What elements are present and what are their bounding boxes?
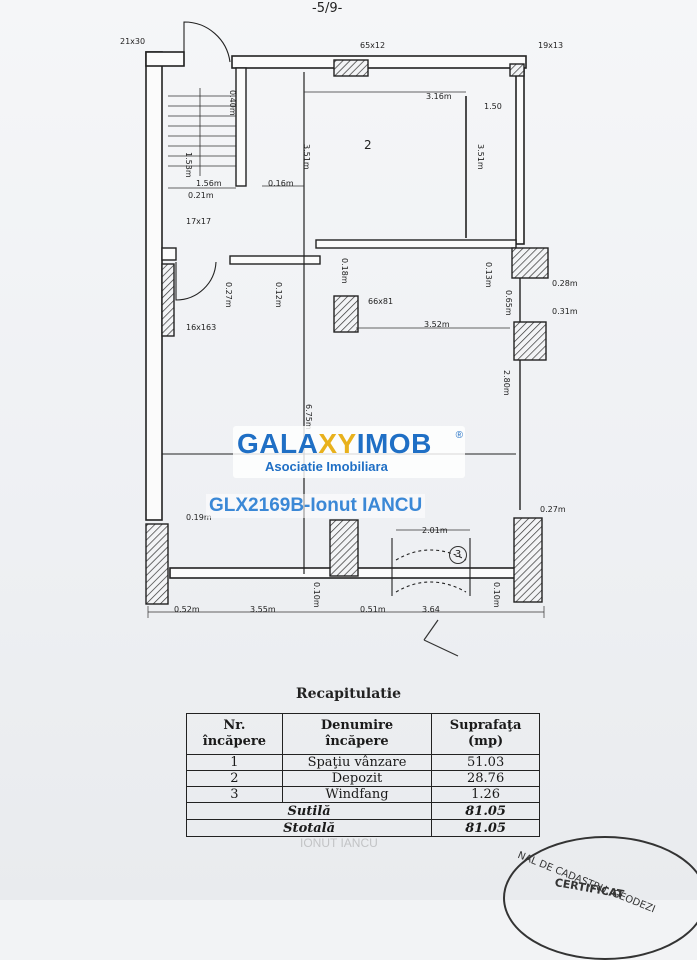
label-352: 3.52m (424, 320, 450, 329)
pillar-bottom-mid (329, 519, 359, 577)
pillar-right-1 (511, 247, 549, 279)
label-028: 0.28m (552, 279, 578, 288)
wall-stair-edge (235, 67, 247, 187)
label-021: 0.21m (188, 191, 214, 200)
label-355: 3.55m (250, 605, 276, 614)
label-031: 0.31m (552, 307, 578, 316)
label-316: 3.16m (426, 92, 452, 101)
label-010a: 0.10m (312, 582, 321, 608)
label-pillar-small: 17x17 (186, 217, 212, 226)
wall-depozit-step (229, 255, 321, 265)
table-row: 3 Windfang 1.26 (186, 786, 540, 803)
label-tr-corner: 19x13 (538, 41, 564, 50)
label-153: 1.53m (184, 152, 193, 178)
total-row-useful: Sutilă 81.05 (185, 802, 540, 820)
label-280: 2.80m (502, 370, 511, 396)
label-052: 0.52m (174, 605, 200, 614)
table-row: 1 Spaţiu vânzare 51.03 (186, 754, 540, 771)
label-018: 0.18m (340, 258, 349, 284)
label-010b: 0.10m (492, 582, 501, 608)
label-019: 0.19m (186, 513, 212, 522)
agency-logo: GALAXYIMOB ® Asociatie Imobiliara (233, 426, 465, 478)
wall-depozit-south (315, 239, 517, 249)
logo-brand: GALAXYIMOB (237, 428, 432, 459)
logo-tagline: Asociatie Imobiliara (265, 459, 388, 474)
label-027b: 0.27m (540, 505, 566, 514)
header-area: Suprafaţa(mp) (431, 713, 540, 755)
label-351: 3.51m (302, 144, 311, 170)
room-number-3: 3 (449, 546, 467, 564)
label-013: 0.13m (484, 262, 493, 288)
label-201: 2.01m (422, 526, 448, 535)
header-nr: Nr.încăpere (186, 713, 283, 755)
pillar-left (161, 263, 175, 337)
pillar-bottom-left (145, 523, 169, 605)
stairs (168, 88, 236, 176)
pillar-center (333, 295, 359, 333)
right-wall-upper (515, 67, 525, 245)
label-150: 1.50 (484, 102, 502, 111)
wall-left-lower (161, 247, 177, 261)
logo-registered-mark: ® (455, 430, 463, 441)
pillar-bottom-right (513, 517, 543, 603)
label-tl-corner: 21x30 (120, 37, 146, 46)
top-wall (231, 55, 527, 69)
left-wall (145, 51, 163, 521)
dimension-lines (147, 91, 545, 618)
header-mark: -5/9- (312, 1, 343, 16)
label-top-col: 65x12 (360, 41, 386, 50)
label-156: 1.56m (196, 179, 222, 188)
listing-code: GLX2169B-Ionut IANCU (206, 494, 426, 518)
room-number-2: 2 (364, 138, 372, 152)
table-watermark: IONUT IANCU (300, 836, 378, 850)
label-012: 0.12m (274, 282, 283, 308)
label-351b: 3.51m (476, 144, 485, 170)
table-row: 2 Depozit 28.76 (186, 770, 540, 787)
recap-title: Recapitulatie (296, 686, 401, 702)
pillar-top-right (509, 63, 525, 77)
label-pillar-center: 66x81 (368, 297, 394, 306)
total-row-total: Stotală 81.05 (185, 819, 540, 837)
floor-plan-drawing (145, 21, 549, 657)
pillar-right-2 (513, 321, 547, 361)
label-040: 0.40m (228, 90, 237, 116)
pillars (145, 59, 549, 605)
pillar-top (333, 59, 369, 77)
north-arrow (423, 619, 459, 657)
label-027a: 0.27m (224, 282, 233, 308)
label-016: 0.16m (268, 179, 294, 188)
label-pillar-left: 16x163 (186, 323, 217, 332)
left-corner-top (145, 51, 185, 67)
label-051: 0.51m (360, 605, 386, 614)
label-065: 0.65m (504, 290, 513, 316)
label-364: 3.64 (422, 605, 440, 614)
